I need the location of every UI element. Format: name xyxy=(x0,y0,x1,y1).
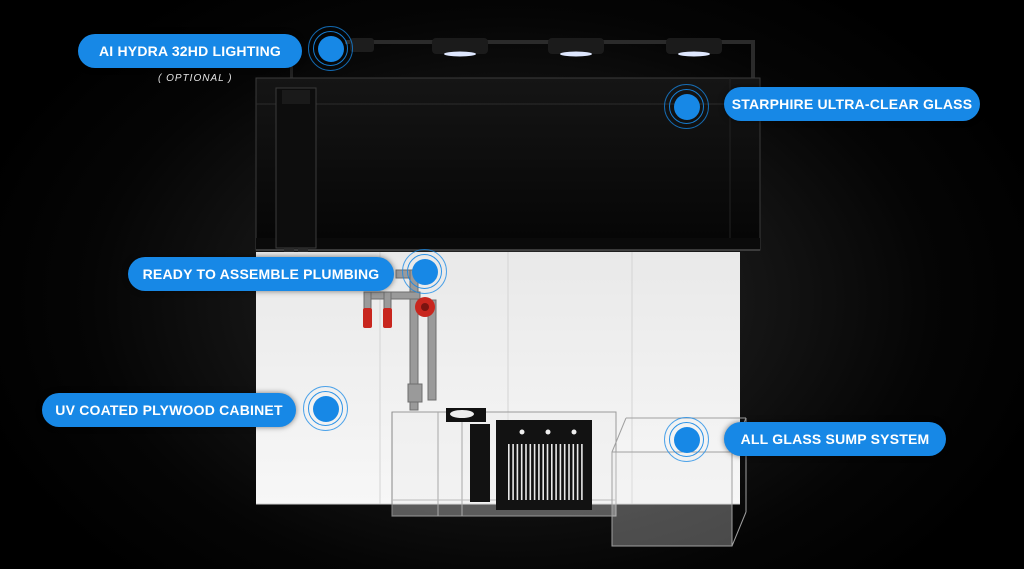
callout-plumbing[interactable]: READY TO ASSEMBLE PLUMBING xyxy=(128,257,394,291)
baffle-slot xyxy=(559,444,562,500)
baffle-slot xyxy=(508,444,510,500)
callout-sump[interactable]: ALL GLASS SUMP SYSTEM xyxy=(724,422,946,456)
hotspot-marker-icon[interactable] xyxy=(303,386,349,432)
callout-lighting[interactable]: AI HYDRA 32HD LIGHTING xyxy=(78,34,302,68)
callout-glass[interactable]: STARPHIRE ULTRA-CLEAR GLASS xyxy=(724,87,980,121)
ato-reservoir xyxy=(611,417,747,547)
baffle-slot xyxy=(572,444,575,500)
hotspot-marker-icon[interactable] xyxy=(308,26,354,72)
baffle-slot xyxy=(551,444,553,500)
baffle-slot xyxy=(555,444,557,500)
baffle-slot xyxy=(568,444,570,500)
baffle-slot xyxy=(563,444,566,500)
hotspot-marker-icon[interactable] xyxy=(664,84,710,130)
baffle-slot xyxy=(542,444,544,500)
hotspot-marker-icon[interactable] xyxy=(664,417,710,463)
callout-cabinet[interactable]: UV COATED PLYWOOD CABINET xyxy=(42,393,296,427)
plumbing-valves xyxy=(363,297,435,328)
baffle-slot xyxy=(520,444,523,500)
baffle-slot xyxy=(576,444,579,500)
hotspot-marker-icon[interactable] xyxy=(402,249,448,295)
baffle-slot xyxy=(538,444,540,500)
baffle-slot xyxy=(529,444,532,500)
baffle-slot xyxy=(546,444,549,500)
hydra-light-fixtures xyxy=(350,38,722,57)
baffle-slot xyxy=(533,444,536,500)
optional-note: ( OPTIONAL ) xyxy=(158,73,233,84)
baffle-slot xyxy=(525,444,527,500)
sump-baffle-slots xyxy=(508,444,583,500)
overflow-box xyxy=(275,87,317,258)
baffle-slot xyxy=(512,444,514,500)
baffle-slot xyxy=(516,444,519,500)
baffle-slot xyxy=(581,444,583,500)
